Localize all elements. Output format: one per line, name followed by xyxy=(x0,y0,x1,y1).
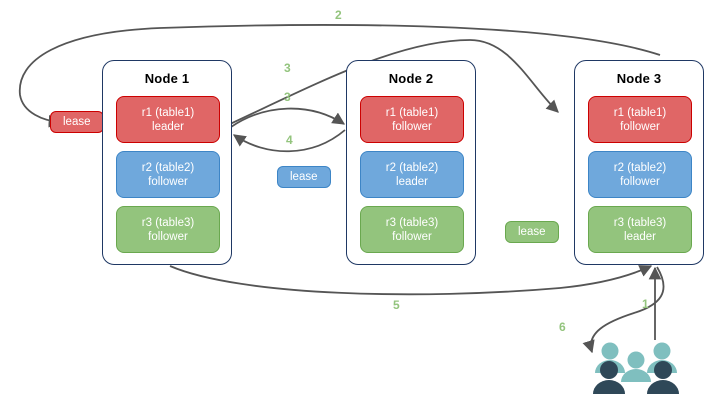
edge-label-3-upper: 3 xyxy=(284,90,291,104)
edge-5-path xyxy=(169,265,653,296)
edge-label-6: 6 xyxy=(559,320,566,334)
replica-range: r3 (table3) xyxy=(613,216,667,229)
replica-r3-node3[interactable]: r3 (table3) leader xyxy=(588,206,692,253)
replica-range: r2 (table2) xyxy=(385,161,439,174)
lease-label: lease xyxy=(63,116,91,128)
lease-badge-red[interactable]: lease xyxy=(50,111,104,133)
replica-role: follower xyxy=(392,230,432,243)
edge-3-upper-path xyxy=(230,107,346,128)
edge-label-5: 5 xyxy=(393,298,400,312)
lease-badge-green[interactable]: lease xyxy=(505,221,559,243)
replica-r1-node2[interactable]: r1 (table1) follower xyxy=(360,96,464,143)
replica-role: leader xyxy=(624,230,656,243)
replica-range: r1 (table1) xyxy=(385,106,439,119)
node-card-2[interactable]: Node 2 r1 (table1) follower r2 (table2) … xyxy=(346,60,476,265)
lease-badge-blue[interactable]: lease xyxy=(277,166,331,188)
replica-role: follower xyxy=(620,120,660,133)
node-title-1: Node 1 xyxy=(144,71,190,86)
replica-r1-node3[interactable]: r1 (table1) follower xyxy=(588,96,692,143)
node-title-3: Node 3 xyxy=(616,71,662,86)
replica-r1-node1[interactable]: r1 (table1) leader xyxy=(116,96,220,143)
replica-role: leader xyxy=(396,175,428,188)
replica-r2-node1[interactable]: r2 (table2) follower xyxy=(116,151,220,198)
replica-role: follower xyxy=(392,120,432,133)
replica-role: follower xyxy=(148,175,188,188)
replica-range: r2 (table2) xyxy=(141,161,195,174)
replica-range: r2 (table2) xyxy=(613,161,667,174)
edge-label-1: 1 xyxy=(642,297,649,311)
lease-label: lease xyxy=(518,226,546,238)
edge-label-2: 2 xyxy=(335,8,342,22)
node-card-3[interactable]: Node 3 r1 (table1) follower r2 (table2) … xyxy=(574,60,704,265)
replica-r3-node2[interactable]: r3 (table3) follower xyxy=(360,206,464,253)
edge-label-4: 4 xyxy=(286,133,293,147)
replica-r3-node1[interactable]: r3 (table3) follower xyxy=(116,206,220,253)
users-group-icon xyxy=(593,342,679,394)
replica-role: follower xyxy=(620,175,660,188)
lease-label: lease xyxy=(290,171,318,183)
replica-range: r3 (table3) xyxy=(141,216,195,229)
node-title-2: Node 2 xyxy=(388,71,434,86)
replica-r2-node3[interactable]: r2 (table2) follower xyxy=(588,151,692,198)
replica-role: leader xyxy=(152,120,184,133)
replica-range: r1 (table1) xyxy=(613,106,667,119)
replica-role: follower xyxy=(148,230,188,243)
node-card-1[interactable]: Node 1 r1 (table1) leader r2 (table2) fo… xyxy=(102,60,232,265)
replica-range: r3 (table3) xyxy=(385,216,439,229)
replica-r2-node2[interactable]: r2 (table2) leader xyxy=(360,151,464,198)
edge-label-3-diagonal: 3 xyxy=(284,61,291,75)
replica-range: r1 (table1) xyxy=(141,106,195,119)
